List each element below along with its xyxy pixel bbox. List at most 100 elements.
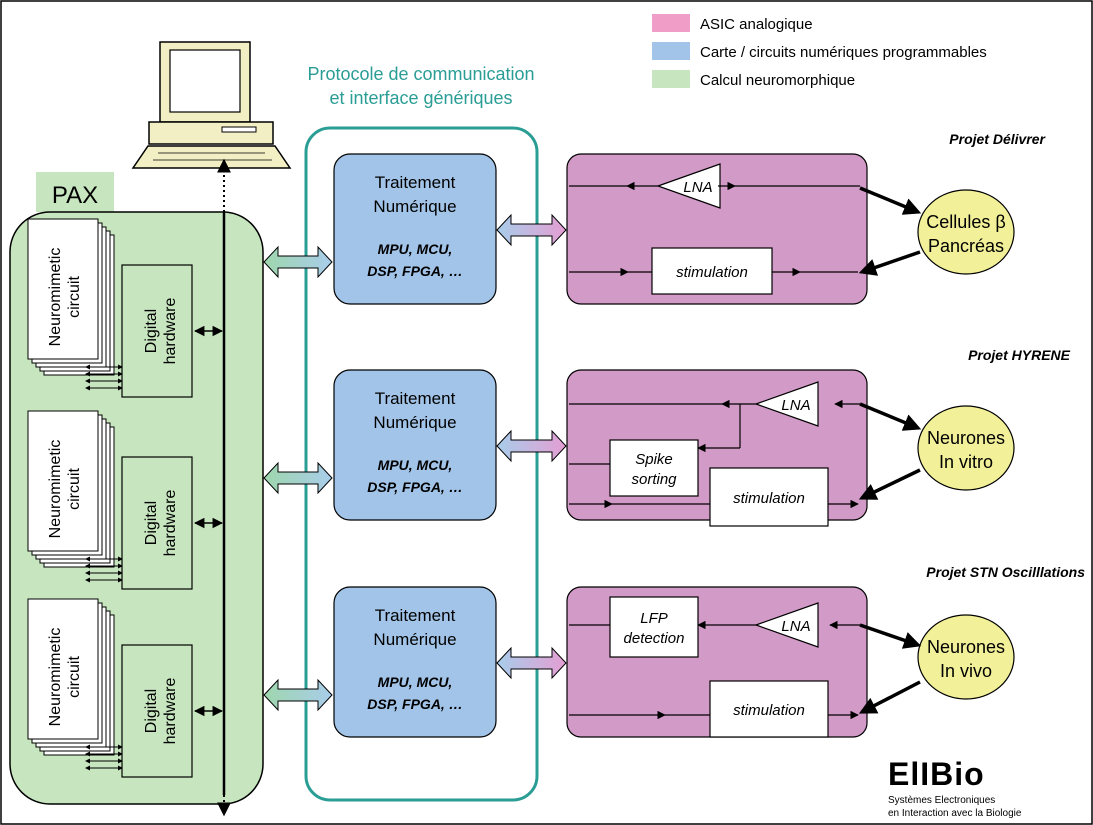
protocol-title-line2: et interface génériques xyxy=(329,88,512,108)
processing-details-line1: MPU, MCU, xyxy=(378,674,453,690)
processing-title-line2: Numérique xyxy=(373,413,456,432)
target-invitro-line1: Neurones xyxy=(927,428,1005,448)
digital-hardware-box xyxy=(121,264,193,398)
asic-link-arrow xyxy=(496,213,567,247)
asic-link-arrow xyxy=(496,429,567,463)
pax-link-arrow xyxy=(263,678,333,712)
target-invivo xyxy=(917,614,1015,700)
project-title: Projet HYRENE xyxy=(968,347,1071,363)
neuromimetic-card xyxy=(27,218,99,360)
computer-icon xyxy=(131,41,292,169)
stimulation-box-label: stimulation xyxy=(733,702,805,719)
asic-block-2: Projet HYRENELNASpikesortingstimulationN… xyxy=(566,347,1071,527)
target-invivo-line2: In vivo xyxy=(940,661,992,681)
processing-details-line2: DSP, FPGA, … xyxy=(367,263,462,279)
logo-text: ElIBio xyxy=(888,756,985,792)
legend-swatch-neuro xyxy=(652,70,690,88)
target-cellules-line2: Pancréas xyxy=(928,236,1004,256)
processing-details-line1: MPU, MCU, xyxy=(378,457,453,473)
lfp-detection-box xyxy=(609,596,699,658)
processing-title-line1: Traitement xyxy=(375,173,456,192)
legend: ASIC analogique Carte / circuits numériq… xyxy=(652,14,987,89)
logo-tagline-line1: Systèmes Electroniques xyxy=(888,795,995,806)
logo-tagline-line2: en Interaction avec la Biologie xyxy=(888,808,1022,819)
processing-title-line1: Traitement xyxy=(375,389,456,408)
lna-label: LNA xyxy=(683,179,712,196)
asic-link-arrow xyxy=(496,646,567,680)
processing-title-line2: Numérique xyxy=(373,630,456,649)
spike-sorting-box-label-line1: Spike xyxy=(635,451,673,468)
stimulation-link xyxy=(858,250,921,276)
processing-box xyxy=(333,586,497,738)
target-cellules-line1: Cellules β xyxy=(926,212,1005,232)
legend-label-digital: Carte / circuits numériques programmable… xyxy=(700,44,987,61)
stimulation-box-label: stimulation xyxy=(733,490,805,507)
digital-hardware-box xyxy=(121,456,193,590)
recording-link xyxy=(859,623,922,649)
lna-amplifier-icon xyxy=(754,602,819,648)
legend-label-asic: ASIC analogique xyxy=(700,16,813,33)
processing-title-line2: Numérique xyxy=(373,197,456,216)
pax-label-box xyxy=(36,172,114,212)
stimulation-link xyxy=(858,680,921,714)
digital-hardware-box xyxy=(121,644,193,778)
elibio-logo: ElIBio Systèmes Electroniques en Interac… xyxy=(888,756,1022,819)
legend-swatch-asic xyxy=(652,14,690,32)
legend-swatch-digital xyxy=(652,42,690,60)
processing-box xyxy=(333,369,497,521)
legend-label-neuro: Calcul neuromorphique xyxy=(700,72,855,89)
project-title: Projet Délivrer xyxy=(949,131,1046,147)
processing-box xyxy=(333,153,497,305)
pax-link-arrow xyxy=(263,461,333,495)
protocol-title-line1: Protocole de communication xyxy=(307,64,534,84)
stimulation-box-label: stimulation xyxy=(676,264,748,281)
target-invitro xyxy=(917,405,1015,491)
spike-sorting-box-label-line2: sorting xyxy=(631,471,677,488)
processing-details-line2: DSP, FPGA, … xyxy=(367,696,462,712)
protocol-boundary xyxy=(304,126,539,802)
stimulation-box xyxy=(709,467,829,527)
stimulation-box xyxy=(651,247,773,295)
asic-board xyxy=(566,153,868,305)
processing-details-line1: MPU, MCU, xyxy=(378,241,453,257)
target-invitro-line2: In vitro xyxy=(939,452,993,472)
lna-label: LNA xyxy=(781,618,810,635)
recording-link xyxy=(859,186,922,215)
stimulation-link xyxy=(858,468,921,500)
target-cellules xyxy=(917,189,1015,275)
stimulation-box xyxy=(709,680,829,738)
lfp-detection-box-label-line2: detection xyxy=(624,630,685,647)
lna-amplifier-icon xyxy=(754,381,819,427)
spike-sorting-box xyxy=(609,439,699,497)
neuromimetic-card xyxy=(27,598,99,740)
recording-link xyxy=(859,402,922,431)
processing-title-line1: Traitement xyxy=(375,606,456,625)
processing-details-line2: DSP, FPGA, … xyxy=(367,479,462,495)
lfp-detection-box-label-line1: LFP xyxy=(640,610,668,627)
project-title: Projet STN Oscilllations xyxy=(926,564,1085,580)
neuromimetic-card xyxy=(27,410,99,552)
target-invivo-line1: Neurones xyxy=(927,637,1005,657)
pax-link-arrow xyxy=(263,245,333,279)
pax-label: PAX xyxy=(52,182,98,209)
